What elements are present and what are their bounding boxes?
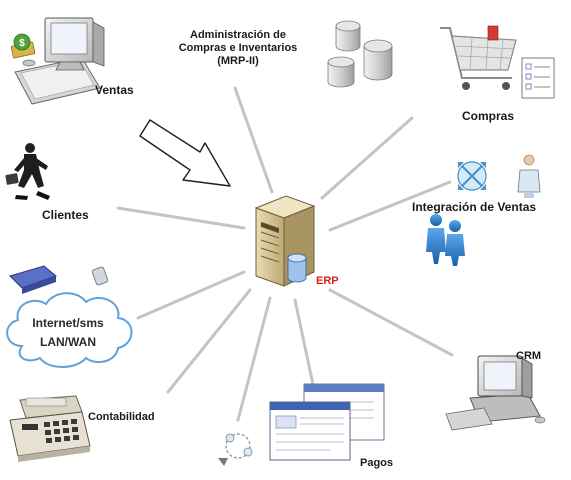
shopping-cart-icon — [440, 25, 517, 90]
connector-integracion — [328, 180, 452, 232]
connector-pagos — [293, 298, 317, 396]
integracion-label: Integración de Ventas — [412, 200, 536, 214]
crm-label: CRM — [516, 350, 541, 362]
compras-label: Compras — [462, 109, 514, 123]
hollow-arrow-icon — [139, 119, 231, 187]
network-hub-icon — [457, 161, 487, 191]
ventas-label: Ventas — [95, 83, 134, 97]
connector-internet — [136, 270, 246, 320]
crm-computer-icon — [445, 355, 546, 431]
contabilidad-label: Contabilidad — [88, 411, 155, 423]
database-cylinders-icon — [327, 20, 393, 88]
person-icon — [517, 154, 541, 198]
server-icon — [254, 195, 316, 287]
money-icon: $ — [10, 33, 36, 59]
ventas-computer-icon: $ — [10, 17, 105, 105]
blue-people-icon — [426, 214, 465, 266]
pagos-label: Pagos — [360, 457, 393, 469]
clientes-label: Clientes — [42, 208, 89, 222]
connector-crm — [328, 288, 454, 357]
network-devices-icon — [9, 265, 109, 294]
people-network-icon — [426, 154, 541, 266]
connector-pagos-left — [236, 296, 272, 422]
connector-contabilidad — [166, 288, 252, 394]
mrp-label-line1: Administración de — [190, 29, 286, 41]
server-database-icon — [287, 253, 307, 283]
connector-clientes — [116, 206, 246, 230]
svg-text:$: $ — [19, 38, 25, 49]
connector-lines — [116, 86, 454, 422]
connector-compras — [320, 116, 414, 200]
connector-mrp — [233, 86, 274, 194]
mrp-label-line3: (MRP-II) — [217, 55, 259, 67]
checklist-icon — [521, 57, 555, 99]
mrp-label-line2: Compras e Inventarios — [179, 42, 298, 54]
running-man-icon — [5, 143, 50, 200]
internet-label-line2: LAN/WAN — [40, 335, 96, 349]
calculator-icon — [9, 395, 91, 462]
erp-label: ERP — [316, 275, 339, 287]
payment-cycle-icon — [218, 433, 253, 466]
payment-documents-icon — [218, 383, 385, 466]
cloud-icon — [6, 292, 133, 368]
internet-label-line1: Internet/sms — [32, 316, 104, 330]
